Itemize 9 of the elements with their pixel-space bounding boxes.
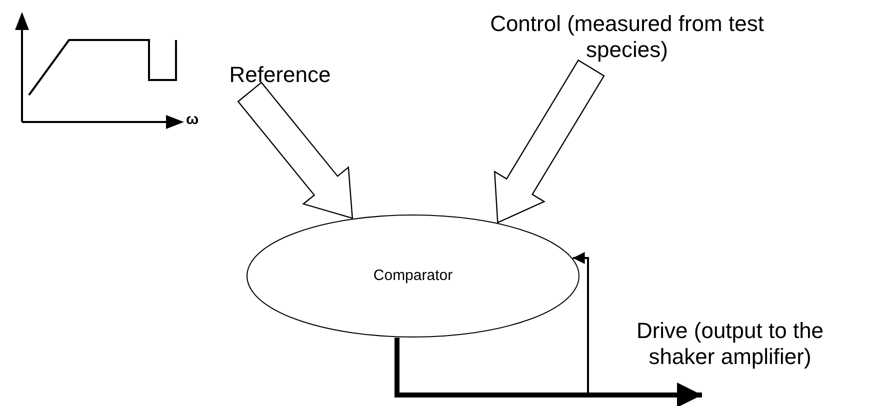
comparator-ellipse: Comparator xyxy=(246,214,580,338)
block-arrow xyxy=(494,59,605,224)
block-arrow xyxy=(237,82,354,220)
input-label: Control (measured from test species) xyxy=(472,6,782,68)
input-label: Reference xyxy=(222,58,338,92)
edge-label: Drive (output to the shaker amplifier) xyxy=(635,318,825,371)
feedback-arrow xyxy=(572,252,589,395)
drive-arrow xyxy=(394,338,702,406)
axis-label: ω xyxy=(186,112,199,127)
